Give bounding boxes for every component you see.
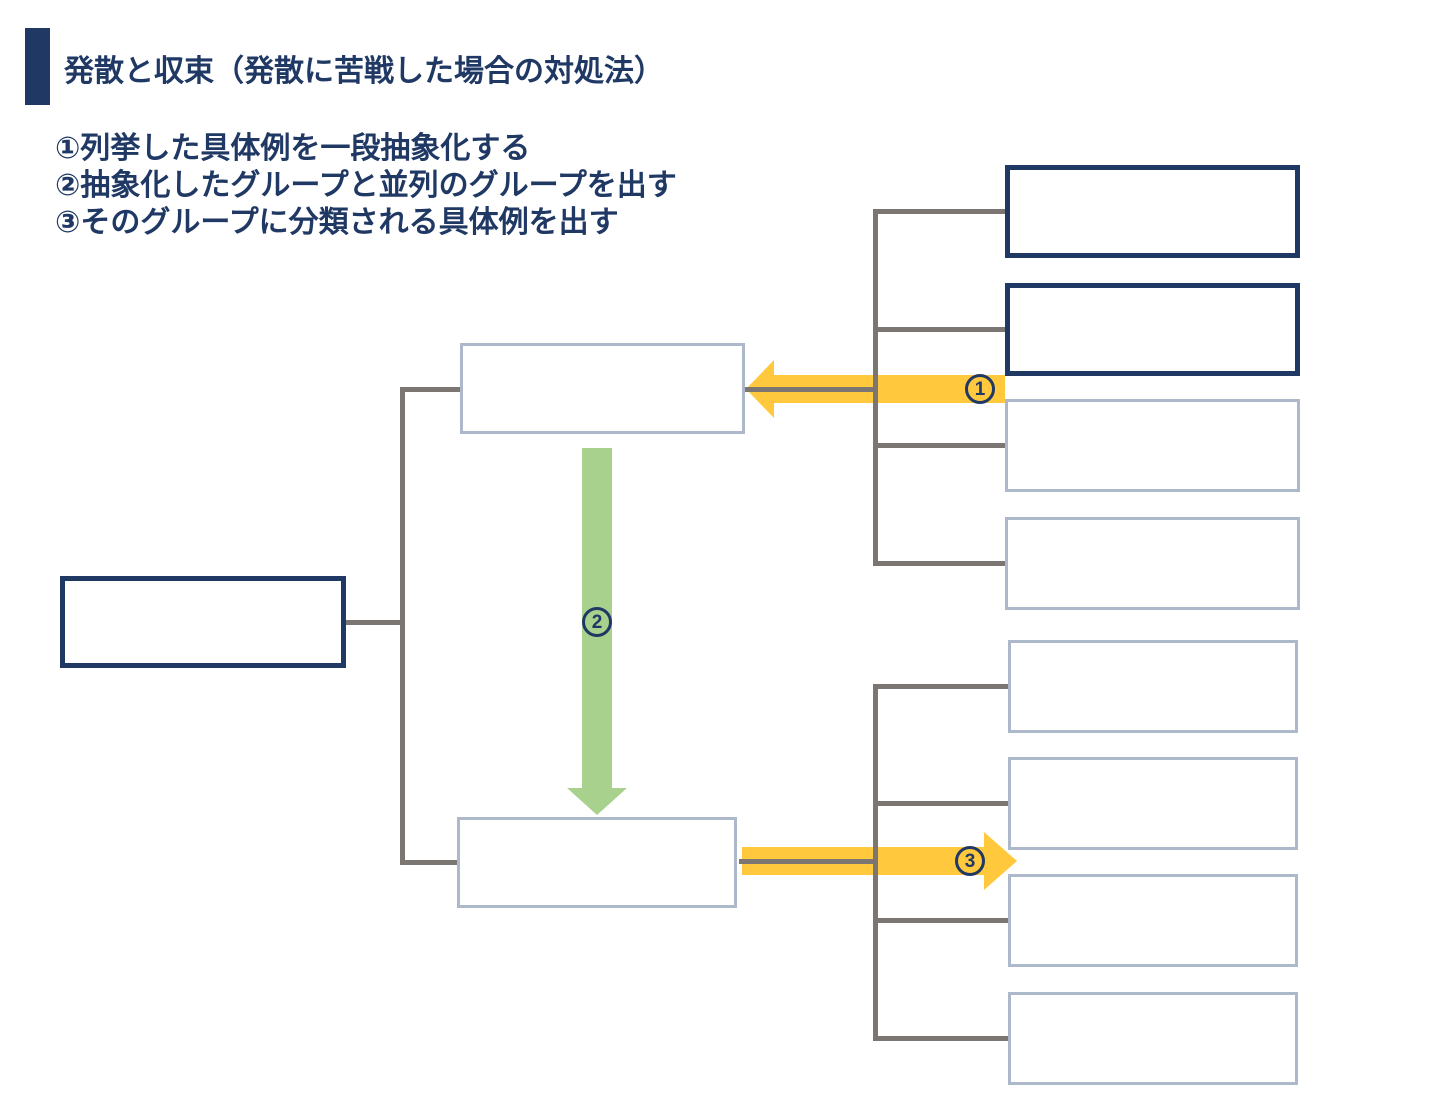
connector-right-top-vertical [873,209,878,566]
root-topic-box [60,576,346,668]
connector-stub-example-8 [876,1036,1008,1041]
example-box-7 [1008,874,1298,967]
instruction-step-3: ③そのグループに分類される具体例を出す [55,206,619,239]
connector-stub-example-1 [876,209,1007,214]
step2-arrowhead-icon [567,788,627,815]
abstracted-group-box [460,343,745,434]
slide-title: 発散と収束（発散に苦戦した場合の対処法） [64,55,664,88]
connector-stub-example-7 [876,918,1008,923]
example-box-8 [1008,992,1298,1085]
connector-stub-example-4 [876,561,1007,566]
example-box-5 [1008,640,1298,733]
connector-stub-example-2 [876,327,1007,332]
example-box-3 [1005,399,1300,492]
connector-top-trunk [745,387,878,392]
connector-stub-example-6 [876,801,1008,806]
connector-bottom-trunk [739,859,878,864]
step2-badge: 2 [582,607,612,637]
connector-stub-example-3 [876,443,1007,448]
connector-to-bottom-group [400,860,459,865]
connector-stub-example-5 [876,684,1008,689]
instructions: ①列挙した具体例を一段抽象化する ②抽象化したグループと並列のグループを出す ③… [55,130,677,241]
title-accent-bar [25,28,50,105]
connector-left-vertical [400,387,405,865]
step3-badge: 3 [955,846,985,876]
example-box-2 [1005,283,1300,376]
step1-badge: 1 [965,374,995,404]
connector-right-bottom-vertical [873,684,878,1041]
example-box-6 [1008,757,1298,850]
connector-root [346,620,405,625]
example-box-1 [1005,165,1300,258]
connector-to-top-group [400,387,462,392]
parallel-group-box [457,817,737,908]
instruction-step-1: ①列挙した具体例を一段抽象化する [55,132,531,165]
example-box-4 [1005,517,1300,610]
instruction-step-2: ②抽象化したグループと並列のグループを出す [55,169,677,202]
